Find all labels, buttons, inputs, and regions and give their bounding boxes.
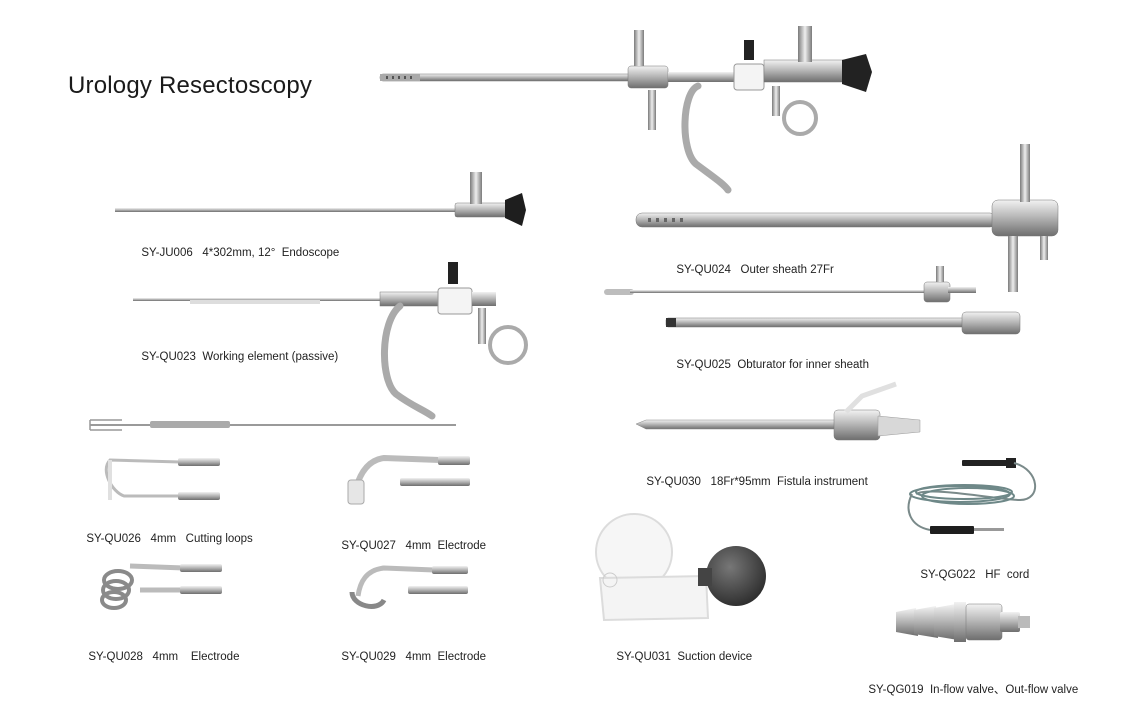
product-description: In-flow valve、Out-flow valve bbox=[929, 684, 1079, 696]
electrode-wire-image bbox=[89, 419, 456, 431]
product-code: SY-JU006 bbox=[141, 247, 193, 259]
caption-hf-cord: SY-QG022 HF cord bbox=[914, 557, 1029, 581]
caption-fistula-instrument: SY-QU030 18Fr*95mm Fistula instrument bbox=[640, 464, 868, 488]
product-description: Obturator for inner sheath bbox=[737, 359, 870, 371]
endoscope-image bbox=[115, 172, 526, 226]
caption-flow-valve: SY-QG019 In-flow valve、Out-flow valve bbox=[862, 669, 1078, 697]
product-description: 4mm Cutting loops bbox=[150, 533, 253, 545]
coil-electrode-image bbox=[100, 563, 222, 610]
hf-cord-image bbox=[907, 458, 1037, 534]
product-code: SY-QU025 bbox=[676, 359, 731, 371]
roller-electrode-image bbox=[347, 454, 470, 505]
product-code: SY-QU026 bbox=[86, 533, 141, 545]
cutting-loop-image bbox=[104, 458, 220, 500]
product-code: SY-QU027 bbox=[341, 540, 396, 552]
fistula-instrument-image bbox=[635, 381, 921, 441]
caption-coil-electrode: SY-QU028 4mm Electrode bbox=[82, 639, 239, 663]
caption-cutting-loops: SY-QU026 4mm Cutting loops bbox=[80, 521, 253, 545]
working-element-image bbox=[133, 262, 528, 420]
product-description: 4mm Electrode bbox=[152, 651, 240, 663]
outer-sheath-image bbox=[635, 144, 1059, 292]
caption-obturator: SY-QU025 Obturator for inner sheath bbox=[670, 347, 869, 371]
assembled-resectoscope-image bbox=[379, 26, 872, 194]
product-code: SY-QU028 bbox=[88, 651, 143, 663]
suction-device-image bbox=[595, 513, 766, 622]
product-code: SY-QG022 bbox=[920, 569, 976, 581]
flow-valve-image bbox=[896, 602, 1030, 642]
obturator-image bbox=[604, 266, 1021, 335]
product-description: 4*302mm, 12° Endoscope bbox=[202, 247, 340, 259]
caption-outer-sheath: SY-QU024 Outer sheath 27Fr bbox=[670, 252, 834, 276]
product-code: SY-QU023 bbox=[141, 351, 196, 363]
page-title: Urology Resectoscopy bbox=[68, 72, 313, 99]
product-description: 18Fr*95mm Fistula instrument bbox=[710, 476, 868, 488]
caption-endoscope: SY-JU006 4*302mm, 12° Endoscope bbox=[135, 235, 339, 259]
product-description: Working element (passive) bbox=[202, 351, 339, 363]
product-description: Outer sheath 27Fr bbox=[740, 264, 834, 276]
product-description: Suction device bbox=[677, 651, 753, 663]
product-code: SY-QU030 bbox=[646, 476, 701, 488]
product-code: SY-QU031 bbox=[616, 651, 671, 663]
caption-loop-electrode: SY-QU029 4mm Electrode bbox=[335, 639, 486, 663]
caption-roller-electrode: SY-QU027 4mm Electrode bbox=[335, 528, 486, 552]
product-description: 4mm Electrode bbox=[405, 540, 487, 552]
product-code: SY-QU029 bbox=[341, 651, 396, 663]
product-description: 4mm Electrode bbox=[405, 651, 487, 663]
product-code: SY-QU024 bbox=[676, 264, 731, 276]
product-code: SY-QG019 bbox=[868, 684, 924, 696]
loop-electrode-image bbox=[349, 565, 468, 609]
caption-working-element: SY-QU023 Working element (passive) bbox=[135, 339, 338, 363]
product-description: HF cord bbox=[985, 569, 1030, 581]
caption-suction-device: SY-QU031 Suction device bbox=[610, 639, 752, 663]
